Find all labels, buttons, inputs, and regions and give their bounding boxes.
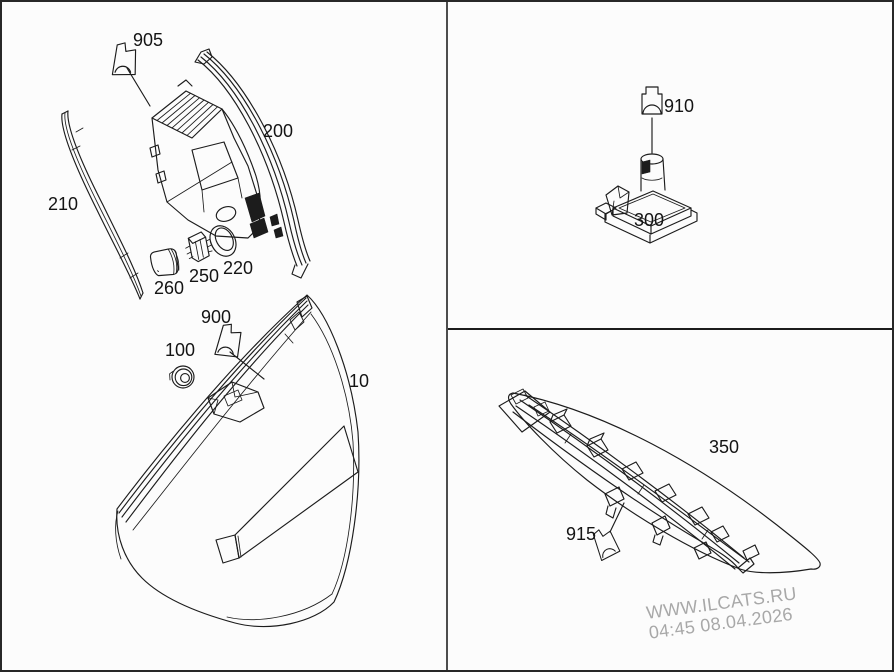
licence-plate-lamp-300-drawing (595, 153, 698, 244)
fastener-clip-915-icon (592, 525, 622, 562)
leader-line-900 (229, 351, 265, 380)
bulb-910-icon (641, 86, 663, 115)
lens-cover-10-drawing (115, 294, 360, 628)
gasket-210-drawing (61, 110, 144, 300)
bulb-cap-260-drawing (149, 248, 180, 277)
bulb-220-drawing (209, 225, 237, 257)
part-label-200[interactable]: 200 (263, 121, 294, 141)
fastener-clip-900-icon (211, 321, 249, 364)
leader-line-915 (609, 502, 625, 533)
part-label-260[interactable]: 260 (154, 278, 185, 298)
panel-divider-vertical (446, 2, 448, 670)
stop-lamp-350-drawing (498, 388, 821, 574)
nut-100-drawing (169, 365, 195, 389)
tail-lamp-housing-200-drawing (149, 48, 311, 279)
part-label-10[interactable]: 10 (349, 371, 370, 391)
part-label-350[interactable]: 350 (709, 437, 740, 457)
part-label-905[interactable]: 905 (133, 30, 164, 50)
part-label-100[interactable]: 100 (165, 340, 196, 360)
part-label-300[interactable]: 300 (634, 210, 665, 230)
panel-divider-horizontal (448, 328, 892, 330)
part-label-915[interactable]: 915 (566, 524, 597, 544)
part-label-250[interactable]: 250 (189, 266, 220, 286)
bulb-socket-250-drawing (185, 231, 213, 263)
part-label-910[interactable]: 910 (664, 96, 695, 116)
part-label-210[interactable]: 210 (48, 194, 79, 214)
leader-line-905 (126, 67, 151, 107)
part-label-220[interactable]: 220 (223, 258, 254, 278)
part-label-900[interactable]: 900 (201, 307, 232, 327)
